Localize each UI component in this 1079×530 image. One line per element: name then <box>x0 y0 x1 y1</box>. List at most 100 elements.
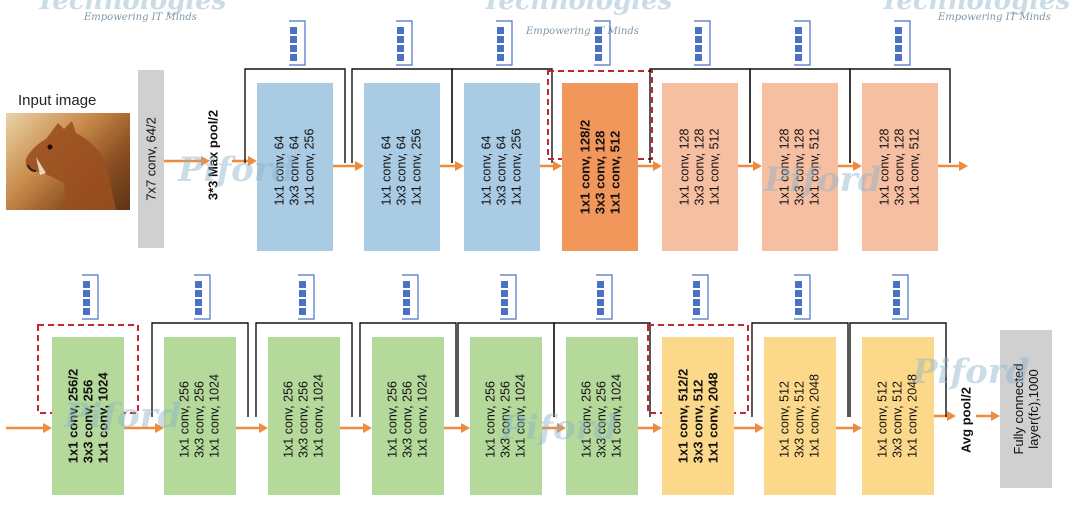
row2-skip-icon-4-square-0 <box>501 281 508 288</box>
watermark-tagline-top-center: Empowering IT Minds <box>526 26 639 37</box>
row2-skip-icon-6-square-3 <box>693 308 700 315</box>
row2-block-3-line-2: 1x1 conv, 1024 <box>415 374 430 458</box>
row2-block-4-line-0: 1x1 conv, 256 <box>483 381 498 458</box>
row2-skip-icon-1-square-2 <box>195 299 202 306</box>
row2-skip-icon-5-square-0 <box>597 281 604 288</box>
arrow-row2-0-head <box>155 423 164 433</box>
row1-skip-icon-1-square-0 <box>397 27 404 34</box>
row1-skip-icon-6-square-2 <box>895 45 902 52</box>
row2-skip-icon-6-square-1 <box>693 290 700 297</box>
row1-skip-icon-3-square-3 <box>595 54 602 61</box>
row2-skip-2 <box>255 322 353 417</box>
row2-skip-icon-5-bracket <box>596 274 613 320</box>
arrow-row1-5-head <box>853 161 862 171</box>
row1-skip-icon-0-square-1 <box>290 36 297 43</box>
row2-skip-icon-2-square-2 <box>299 299 306 306</box>
row2-skip-icon-8-square-2 <box>893 299 900 306</box>
arrow-row2-7-head <box>853 423 862 433</box>
row2-skip-icon-4-square-1 <box>501 290 508 297</box>
row2-skip-1 <box>151 322 249 417</box>
row2-skip-icon-8-square-1 <box>893 290 900 297</box>
row1-skip-icon-3-square-2 <box>595 45 602 52</box>
watermark-bottom-center: Piford <box>500 408 618 448</box>
watermark-tagline-top-left: Empowering IT Minds <box>84 12 197 23</box>
arrow-conv1-to-pool-head <box>201 156 210 166</box>
watermark-tagline-top-right: Empowering IT Minds <box>938 12 1051 23</box>
row2-block-6-line-1: 3x3 conv, 512 <box>690 379 706 464</box>
arrow-row1-0-head <box>355 161 364 171</box>
row1-skip-icon-0-bracket <box>289 20 306 66</box>
watermark-mid-left: Piford <box>178 150 296 190</box>
row2-skip-icon-6-bracket <box>692 274 709 320</box>
input-image-label: Input image <box>18 92 97 109</box>
row1-skip-icon-5-square-3 <box>795 54 802 61</box>
row1-block-0-line-2: 1x1 conv, 256 <box>302 128 317 206</box>
arrow-row1-4-head <box>753 161 762 171</box>
row2-skip-icon-8-bracket <box>892 274 909 320</box>
arrow-row1-out-head <box>959 161 968 171</box>
watermark-top-center: Technologies <box>482 0 673 16</box>
row2-dashed-skip-6 <box>647 324 749 414</box>
conv1-block: 7x7 conv, 64/2 <box>138 70 164 248</box>
watermark-bottom-right: Piford <box>912 352 1030 392</box>
row1-skip-icon-3-square-0 <box>595 27 602 34</box>
row2-skip-icon-3-square-2 <box>403 299 410 306</box>
row2-skip-icon-5-square-3 <box>597 308 604 315</box>
row1-block-1-line-0: 1x1 conv, 64 <box>379 135 394 206</box>
row2-skip-icon-2-square-1 <box>299 290 306 297</box>
arrow-row2-5-head <box>653 423 662 433</box>
row2-skip-icon-2-square-0 <box>299 281 306 288</box>
row1-skip-icon-0-square-2 <box>290 45 297 52</box>
row1-skip-icon-1-bracket <box>396 20 413 66</box>
row2-skip-3 <box>359 322 457 417</box>
row2-skip-icon-0-square-3 <box>83 308 90 315</box>
row2-skip-icon-6-square-0 <box>693 281 700 288</box>
row2-skip-icon-1-bracket <box>194 274 211 320</box>
row1-skip-icon-3-square-1 <box>595 36 602 43</box>
row2-skip-icon-8-square-3 <box>893 308 900 315</box>
row2-skip-icon-7-square-3 <box>795 308 802 315</box>
row1-skip-icon-2-bracket <box>496 20 513 66</box>
row1-skip-icon-6-square-1 <box>895 36 902 43</box>
row2-skip-icon-5-square-2 <box>597 299 604 306</box>
row1-block-4-line-1: 3x3 conv, 128 <box>692 128 707 206</box>
row1-skip-2 <box>451 68 553 163</box>
row2-skip-5 <box>553 322 651 417</box>
row1-skip-icon-1-square-1 <box>397 36 404 43</box>
row1-skip-icon-4-square-2 <box>695 45 702 52</box>
row1-block-3-line-0: 1x1 conv, 128/2 <box>577 119 593 215</box>
row2-skip-icon-4-bracket <box>500 274 517 320</box>
row2-skip-icon-0-bracket <box>82 274 99 320</box>
arrow-row2-2-head <box>363 423 372 433</box>
arrow-row1-1-head <box>455 161 464 171</box>
row1-block-1-line-2: 1x1 conv, 256 <box>409 128 424 206</box>
row1-skip-icon-0-square-0 <box>290 27 297 34</box>
row2-skip-8 <box>849 322 947 417</box>
row2-skip-icon-0-square-0 <box>83 281 90 288</box>
row2-skip-icon-2-bracket <box>298 274 315 320</box>
row2-dashed-skip-0 <box>37 324 139 414</box>
row2-skip-icon-2-square-3 <box>299 308 306 315</box>
row1-skip-icon-1-square-3 <box>397 54 404 61</box>
watermark-bottom-left: Piford <box>64 396 182 436</box>
row1-block-2-line-0: 1x1 conv, 64 <box>479 135 494 206</box>
watermark-top-right: Technologies <box>880 0 1071 16</box>
row1-skip-icon-6-square-3 <box>895 54 902 61</box>
row2-block-7-line-1: 3x3 conv, 512 <box>792 381 807 458</box>
row1-skip-icon-2-square-2 <box>497 45 504 52</box>
row1-block-4-line-0: 1x1 conv, 128 <box>677 128 692 206</box>
row1-skip-icon-2-square-1 <box>497 36 504 43</box>
row2-skip-icon-6-square-2 <box>693 299 700 306</box>
row2-block-8-line-1: 3x3 conv, 512 <box>890 381 905 458</box>
row1-block-2-line-1: 3x3 conv, 64 <box>494 135 509 206</box>
